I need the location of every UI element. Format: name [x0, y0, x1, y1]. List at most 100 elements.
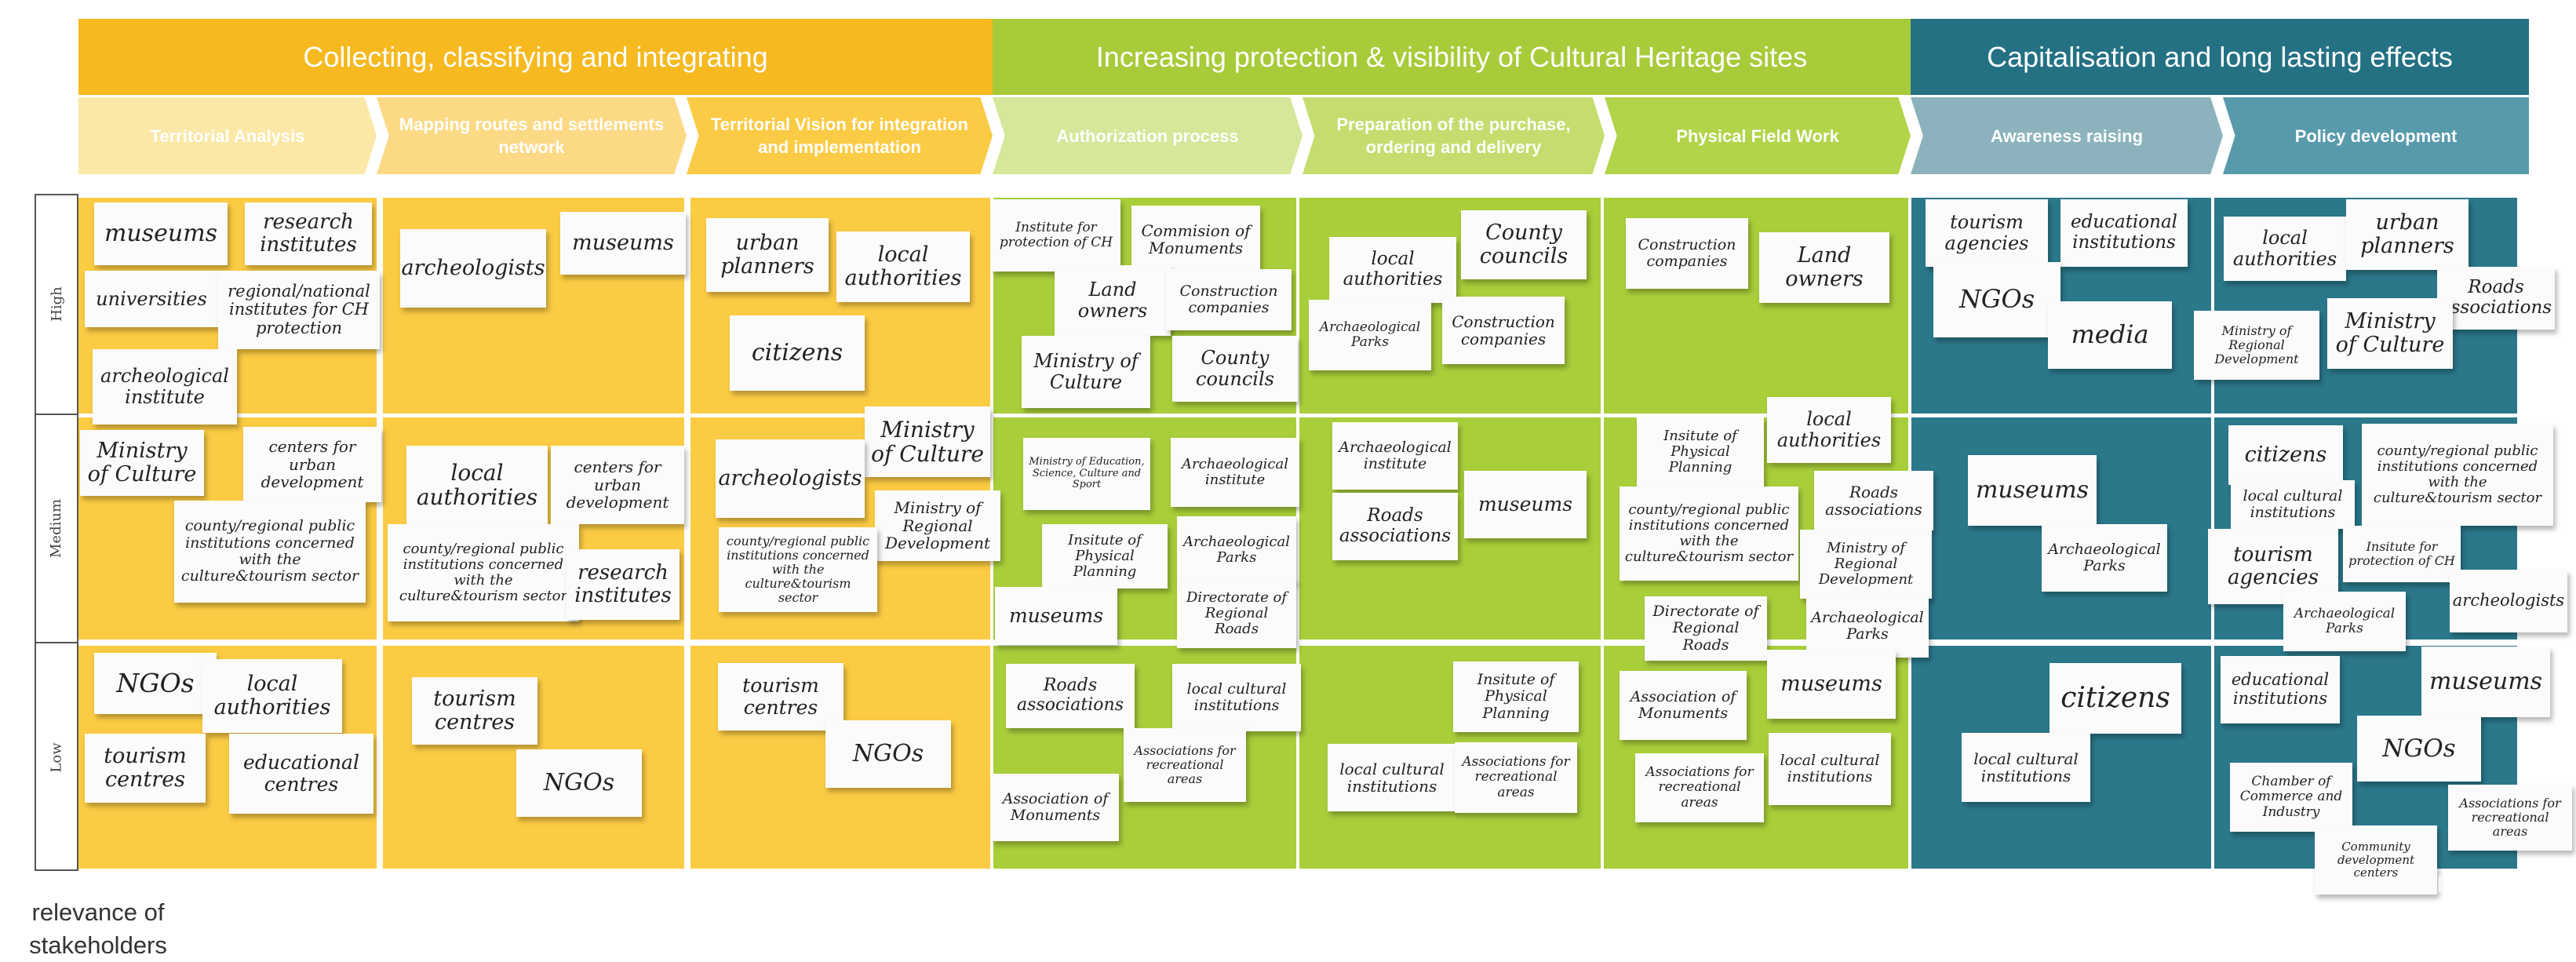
sticky-note-ministry-of-regional-development[interactable]: Ministry of Regional Development — [875, 490, 1000, 561]
sticky-note-county-regional-public-institutions-conc[interactable]: county/regional public institutions conc… — [388, 524, 579, 621]
sticky-note-tourism-centres[interactable]: tourism centres — [412, 677, 537, 745]
sticky-note-ministry-of-regional-development[interactable]: Ministry of Regional Development — [1800, 530, 1932, 599]
sticky-note-research-institutes[interactable]: research institutes — [567, 549, 680, 620]
sticky-note-museums[interactable]: museums — [2421, 647, 2550, 717]
sticky-note-county-regional-public-institutions-conc[interactable]: county/regional public institutions conc… — [2362, 424, 2553, 526]
sticky-note-media[interactable]: media — [2048, 301, 2172, 369]
step-mapping-routes: Mapping routes and settlements network — [377, 97, 687, 174]
sticky-note-land-owners[interactable]: Land owners — [1055, 265, 1171, 336]
sticky-note-archaeological-institute[interactable]: Archaeological institute — [1332, 422, 1458, 490]
sticky-note-archeologists[interactable]: archeologists — [716, 439, 865, 518]
sticky-note-centers-for-urban-development[interactable]: centers for urban development — [551, 446, 684, 524]
sticky-note-tourism-centres[interactable]: tourism centres — [85, 734, 206, 803]
sticky-note-insitute-of-physical-planning[interactable]: Insitute of Physical Planning — [1042, 524, 1168, 588]
sticky-note-urban-planners[interactable]: urban planners — [706, 218, 829, 292]
sticky-note-local-authorities[interactable]: local authorities — [202, 659, 342, 733]
sticky-note-ministry-of-culture[interactable]: Ministry of Culture — [80, 430, 204, 496]
sticky-note-community-development-centers[interactable]: Community development centers — [2315, 825, 2437, 895]
sticky-note-local-authorities[interactable]: local authorities — [1329, 237, 1456, 303]
row-label-low: Low — [48, 742, 65, 773]
sticky-note-associations-for-recreational-areas[interactable]: Associations for recreational areas — [2448, 785, 2572, 851]
sticky-note-tourism-agencies[interactable]: tourism agencies — [1926, 199, 2048, 267]
axis-caption-line2: stakeholders — [29, 931, 167, 959]
sticky-note-universities[interactable]: universities — [85, 271, 218, 327]
sticky-note-educational-institutions[interactable]: educational institutions — [2060, 199, 2188, 267]
sticky-note-local-cultural-institutions[interactable]: local cultural institutions — [1172, 664, 1301, 731]
sticky-note-centers-for-urban-development[interactable]: centers for urban development — [243, 427, 381, 502]
sticky-note-ministry-of-regional-development[interactable]: Ministry of Regional Development — [2194, 311, 2319, 380]
sticky-note-archaeological-parks[interactable]: Archaeological Parks — [1806, 595, 1929, 658]
sticky-note-citizens[interactable]: citizens — [2228, 425, 2343, 485]
sticky-note-roads-associations[interactable]: Roads associations — [1332, 493, 1458, 560]
sticky-note-local-cultural-institutions[interactable]: local cultural institutions — [1328, 744, 1456, 811]
sticky-note-construction-companies[interactable]: Construction companies — [1166, 269, 1292, 330]
sticky-note-insitute-for-protection-of-ch[interactable]: Insitute for protection of CH — [2343, 526, 2461, 582]
sticky-note-ministry-of-culture[interactable]: Ministry of Culture — [1022, 336, 1150, 408]
sticky-note-archaeological-parks[interactable]: Archaeological Parks — [1309, 300, 1431, 370]
sticky-note-ngos[interactable]: NGOs — [516, 749, 642, 817]
sticky-note-association-of-monuments[interactable]: Association of Monuments — [992, 774, 1119, 841]
sticky-note-commision-of-monuments[interactable]: Commision of Monuments — [1131, 206, 1260, 273]
sticky-note-citizens[interactable]: citizens — [730, 315, 865, 391]
sticky-note-roads-associations[interactable]: Roads associations — [1814, 471, 1933, 530]
sticky-note-associations-for-recreational-areas[interactable]: Associations for recreational areas — [1455, 742, 1577, 813]
sticky-note-educational-centres[interactable]: educational centres — [229, 734, 373, 814]
sticky-note-local-authorities[interactable]: local authorities — [836, 231, 970, 302]
sticky-note-county-regional-public-institutions-conc[interactable]: county/regional public institutions conc… — [1620, 486, 1798, 581]
sticky-note-archeologists[interactable]: archeologists — [2450, 570, 2567, 632]
sticky-note-county-councils[interactable]: County councils — [1461, 210, 1587, 279]
sticky-note-county-councils[interactable]: County councils — [1172, 336, 1298, 402]
sticky-note-archeological-institute[interactable]: archeological institute — [93, 349, 237, 425]
sticky-note-local-authorities[interactable]: local authorities — [2224, 217, 2346, 281]
sticky-note-land-owners[interactable]: Land owners — [1759, 232, 1889, 303]
sticky-note-archeologists[interactable]: archeologists — [400, 229, 546, 308]
sticky-note-archaeological-institute[interactable]: Archaeological institute — [1171, 438, 1299, 507]
sticky-note-construction-companies[interactable]: Construction companies — [1442, 297, 1565, 364]
sticky-note-archaeological-parks[interactable]: Archaeological Parks — [2042, 524, 2167, 592]
sticky-note-museums[interactable]: museums — [1968, 455, 2097, 526]
row-label-column — [35, 194, 78, 871]
step-policy-development: Policy development — [2223, 97, 2529, 174]
sticky-note-museums[interactable]: museums — [560, 212, 686, 275]
sticky-note-county-regional-public-institutions-conc[interactable]: county/regional public institutions conc… — [719, 527, 877, 612]
sticky-note-association-of-monuments[interactable]: Association of Monuments — [1620, 671, 1747, 740]
sticky-note-archaeological-parks[interactable]: Archaeological Parks — [2283, 592, 2406, 651]
sticky-note-ngos[interactable]: NGOs — [2357, 716, 2481, 782]
sticky-note-ministry-of-culture[interactable]: Ministry of Culture — [2327, 298, 2453, 369]
sticky-note-local-cultural-institutions[interactable]: local cultural institutions — [2231, 480, 2355, 529]
sticky-note-insitute-of-physical-planning[interactable]: Insitute of Physical Planning — [1637, 417, 1764, 486]
sticky-note-directorate-of-regional-roads[interactable]: Directorate of Regional Roads — [1645, 596, 1767, 661]
sticky-note-institute-for-protection-of-ch[interactable]: Institute for protection of CH — [992, 199, 1120, 271]
sticky-note-ngos[interactable]: NGOs — [94, 653, 217, 714]
sticky-note-local-authorities[interactable]: local authorities — [1767, 397, 1891, 463]
sticky-note-local-cultural-institutions[interactable]: local cultural institutions — [1962, 733, 2090, 802]
sticky-note-ngos[interactable]: NGOs — [825, 720, 951, 788]
sticky-note-associations-for-recreational-areas[interactable]: Associations for recreational areas — [1124, 728, 1246, 802]
sticky-note-construction-companies[interactable]: Construction companies — [1626, 218, 1748, 289]
sticky-note-local-cultural-institutions[interactable]: local cultural institutions — [1769, 733, 1891, 805]
phase-header-protection: Increasing protection & visibility of Cu… — [993, 19, 1911, 95]
sticky-note-museums[interactable]: museums — [1464, 471, 1587, 538]
sticky-note-citizens[interactable]: citizens — [2050, 663, 2181, 734]
step-preparation-purchase: Preparation of the purchase, ordering an… — [1303, 97, 1605, 174]
sticky-note-directorate-of-regional-roads[interactable]: Directorate of Regional Roads — [1177, 579, 1296, 648]
sticky-note-urban-planners[interactable]: urban planners — [2346, 199, 2469, 270]
sticky-note-educational-institutions[interactable]: educational institutions — [2221, 656, 2340, 723]
sticky-note-museums[interactable]: museums — [1767, 650, 1896, 719]
sticky-note-roads-associations[interactable]: Roads associations — [2437, 267, 2555, 330]
sticky-note-county-regional-public-institutions-conc[interactable]: county/regional public institutions conc… — [174, 501, 366, 603]
sticky-note-tourism-centres[interactable]: tourism centres — [718, 663, 843, 731]
sticky-note-museums[interactable]: museums — [94, 202, 228, 265]
sticky-note-insitute-of-physical-planning[interactable]: Insitute of Physical Planning — [1453, 661, 1579, 732]
sticky-note-chamber-of-commerce-and-industry[interactable]: Chamber of Commerce and Industry — [2230, 763, 2352, 832]
sticky-note-archaeological-parks[interactable]: Archaeological Parks — [1177, 516, 1296, 584]
sticky-note-associations-for-recreational-areas[interactable]: Associations for recreational areas — [1635, 753, 1764, 822]
sticky-note-local-authorities[interactable]: local authorities — [406, 446, 548, 524]
sticky-note-ministry-of-education-science-culture-an[interactable]: Ministry of Education, Science, Culture … — [1023, 438, 1150, 510]
sticky-note-regional-national-institutes-for-ch-prot[interactable]: regional/national institutes for CH prot… — [218, 271, 380, 349]
sticky-note-research-institutes[interactable]: research institutes — [245, 202, 372, 265]
sticky-note-museums[interactable]: museums — [995, 587, 1117, 645]
sticky-note-ngos[interactable]: NGOs — [1933, 262, 2060, 337]
sticky-note-roads-associations[interactable]: Roads associations — [1006, 664, 1135, 728]
sticky-note-ministry-of-culture[interactable]: Ministry of Culture — [865, 406, 990, 477]
